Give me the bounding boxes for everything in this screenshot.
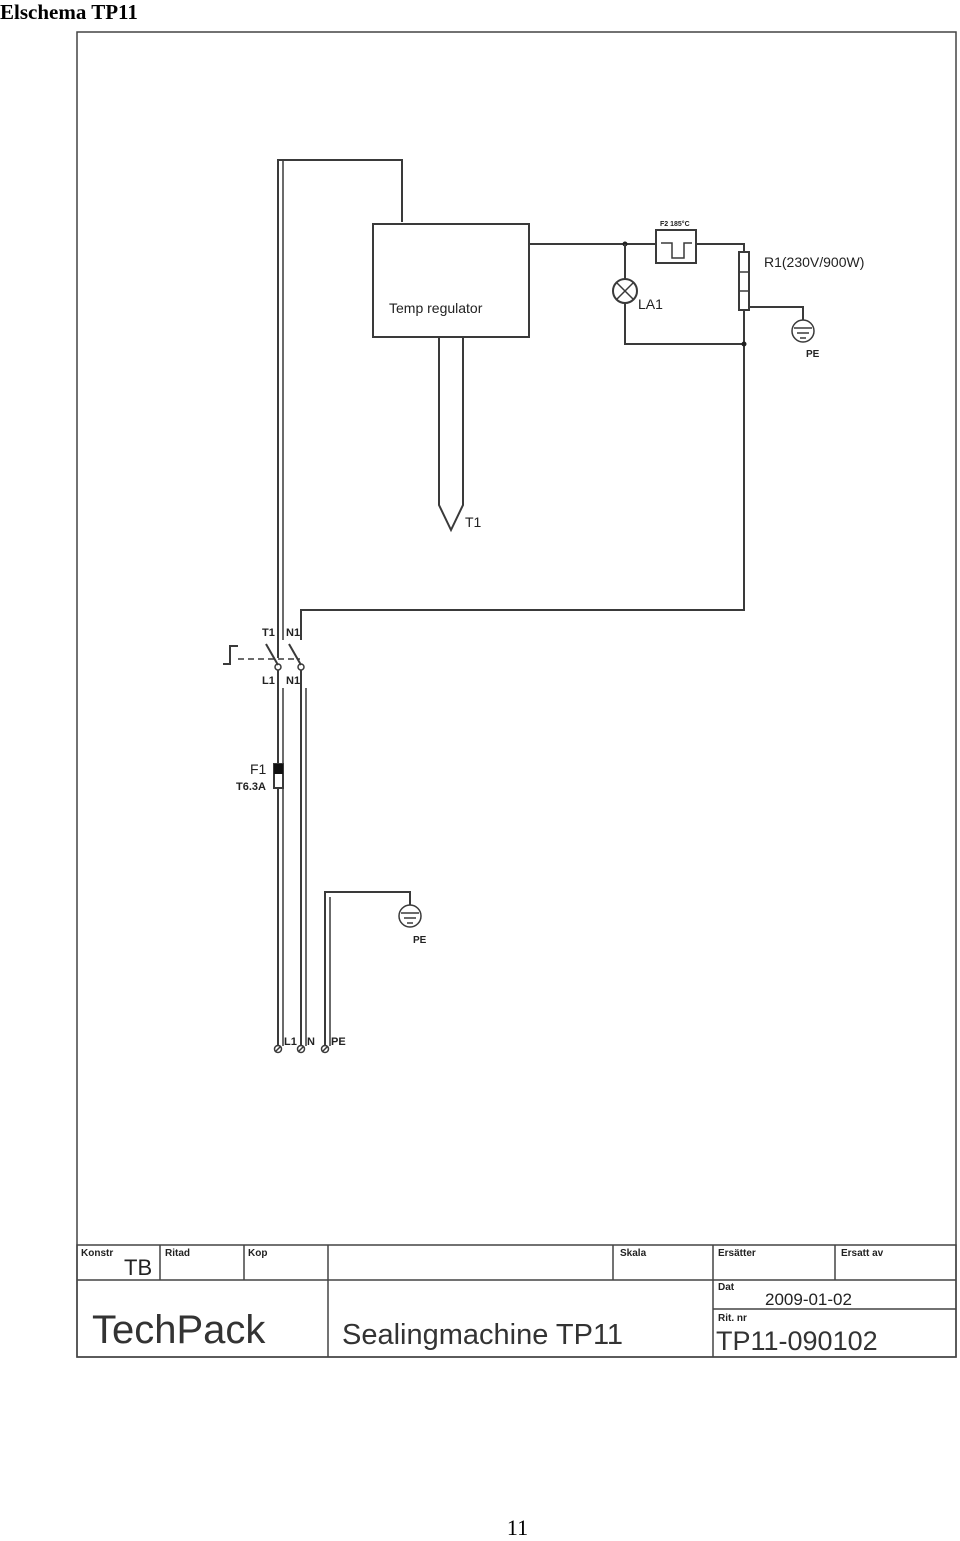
switch-contact-l: [265, 643, 279, 666]
temp-probe: [438, 337, 464, 533]
tb-konstr-label: Konstr: [81, 1248, 113, 1259]
thermal-fuse-box: [655, 229, 697, 264]
fuse-label: F1: [250, 761, 267, 777]
tb-company: TechPack: [92, 1308, 266, 1352]
lamp-cross-2: [616, 282, 634, 300]
tb-date: 2009-01-02: [765, 1290, 852, 1309]
switch-label-l1: L1: [262, 675, 275, 687]
tb-ersatt-av-label: Ersatt av: [841, 1248, 884, 1259]
wire-resistor-to-neutral: [300, 310, 745, 640]
terminal-pe-slash: [321, 1045, 329, 1053]
title-block: Konstr TB Ritad Kop Skala Ersätter Ersat…: [76, 1244, 957, 1358]
temp-regulator-label: Temp regulator: [389, 300, 483, 316]
thermal-fuse-symbol: [661, 242, 692, 259]
probe-label: T1: [465, 514, 482, 530]
tb-kop-label: Kop: [248, 1248, 267, 1259]
junction-resistor-bottom: [741, 341, 747, 347]
terminal-n: [296, 1044, 306, 1054]
wire-lamp-bottom: [624, 303, 744, 345]
ground-symbol-top: [791, 319, 815, 343]
resistor-r1: [738, 251, 750, 311]
drawing-frame: [76, 31, 957, 1358]
pe-label-mid: PE: [413, 935, 427, 946]
page-number: 11: [506, 1515, 529, 1540]
switch-contact-n: [288, 643, 302, 666]
terminal-label-n: N: [307, 1036, 315, 1048]
temp-regulator-box: [372, 223, 530, 338]
resistor-label: R1(230V/900W): [764, 254, 864, 270]
switch-label-n1-top: N1: [286, 627, 300, 639]
fuse-f1-fill: [274, 764, 283, 774]
terminal-label-l1: L1: [284, 1036, 297, 1048]
switch-label-n1-bottom: N1: [286, 675, 300, 687]
thermal-fuse-label: F2 185°C: [660, 220, 690, 228]
tb-skala-label: Skala: [620, 1248, 647, 1259]
terminal-l1-slash: [274, 1045, 282, 1053]
terminal-n-slash: [297, 1045, 305, 1053]
tb-ersatter-label: Ersätter: [718, 1248, 756, 1259]
wire-resistor-to-pe: [749, 306, 804, 320]
wire-regulator-to-switch: [277, 159, 403, 658]
ground-symbol-mid: [398, 904, 422, 928]
tb-konstr-value: TB: [124, 1255, 152, 1280]
terminal-pe: [320, 1044, 330, 1054]
wire-pe: [324, 891, 411, 1046]
tb-drawing-number: TP11-090102: [716, 1326, 878, 1356]
terminal-l1: [273, 1044, 283, 1054]
page-heading: Elschema TP11: [0, 0, 138, 24]
tb-product: Sealingmachine TP11: [342, 1319, 623, 1351]
switch-actuator: [223, 645, 238, 665]
pe-label-top: PE: [806, 349, 820, 360]
fuse-rating: T6.3A: [236, 781, 266, 793]
wire-fuse-to-resistor: [696, 243, 745, 252]
tb-rit-nr-label: Rit. nr: [718, 1313, 747, 1324]
lamp-label: LA1: [638, 296, 663, 312]
tb-dat-label: Dat: [718, 1282, 735, 1293]
switch-label-t1: T1: [262, 627, 275, 639]
terminal-label-pe: PE: [331, 1036, 346, 1048]
tb-ritad-label: Ritad: [165, 1248, 190, 1259]
